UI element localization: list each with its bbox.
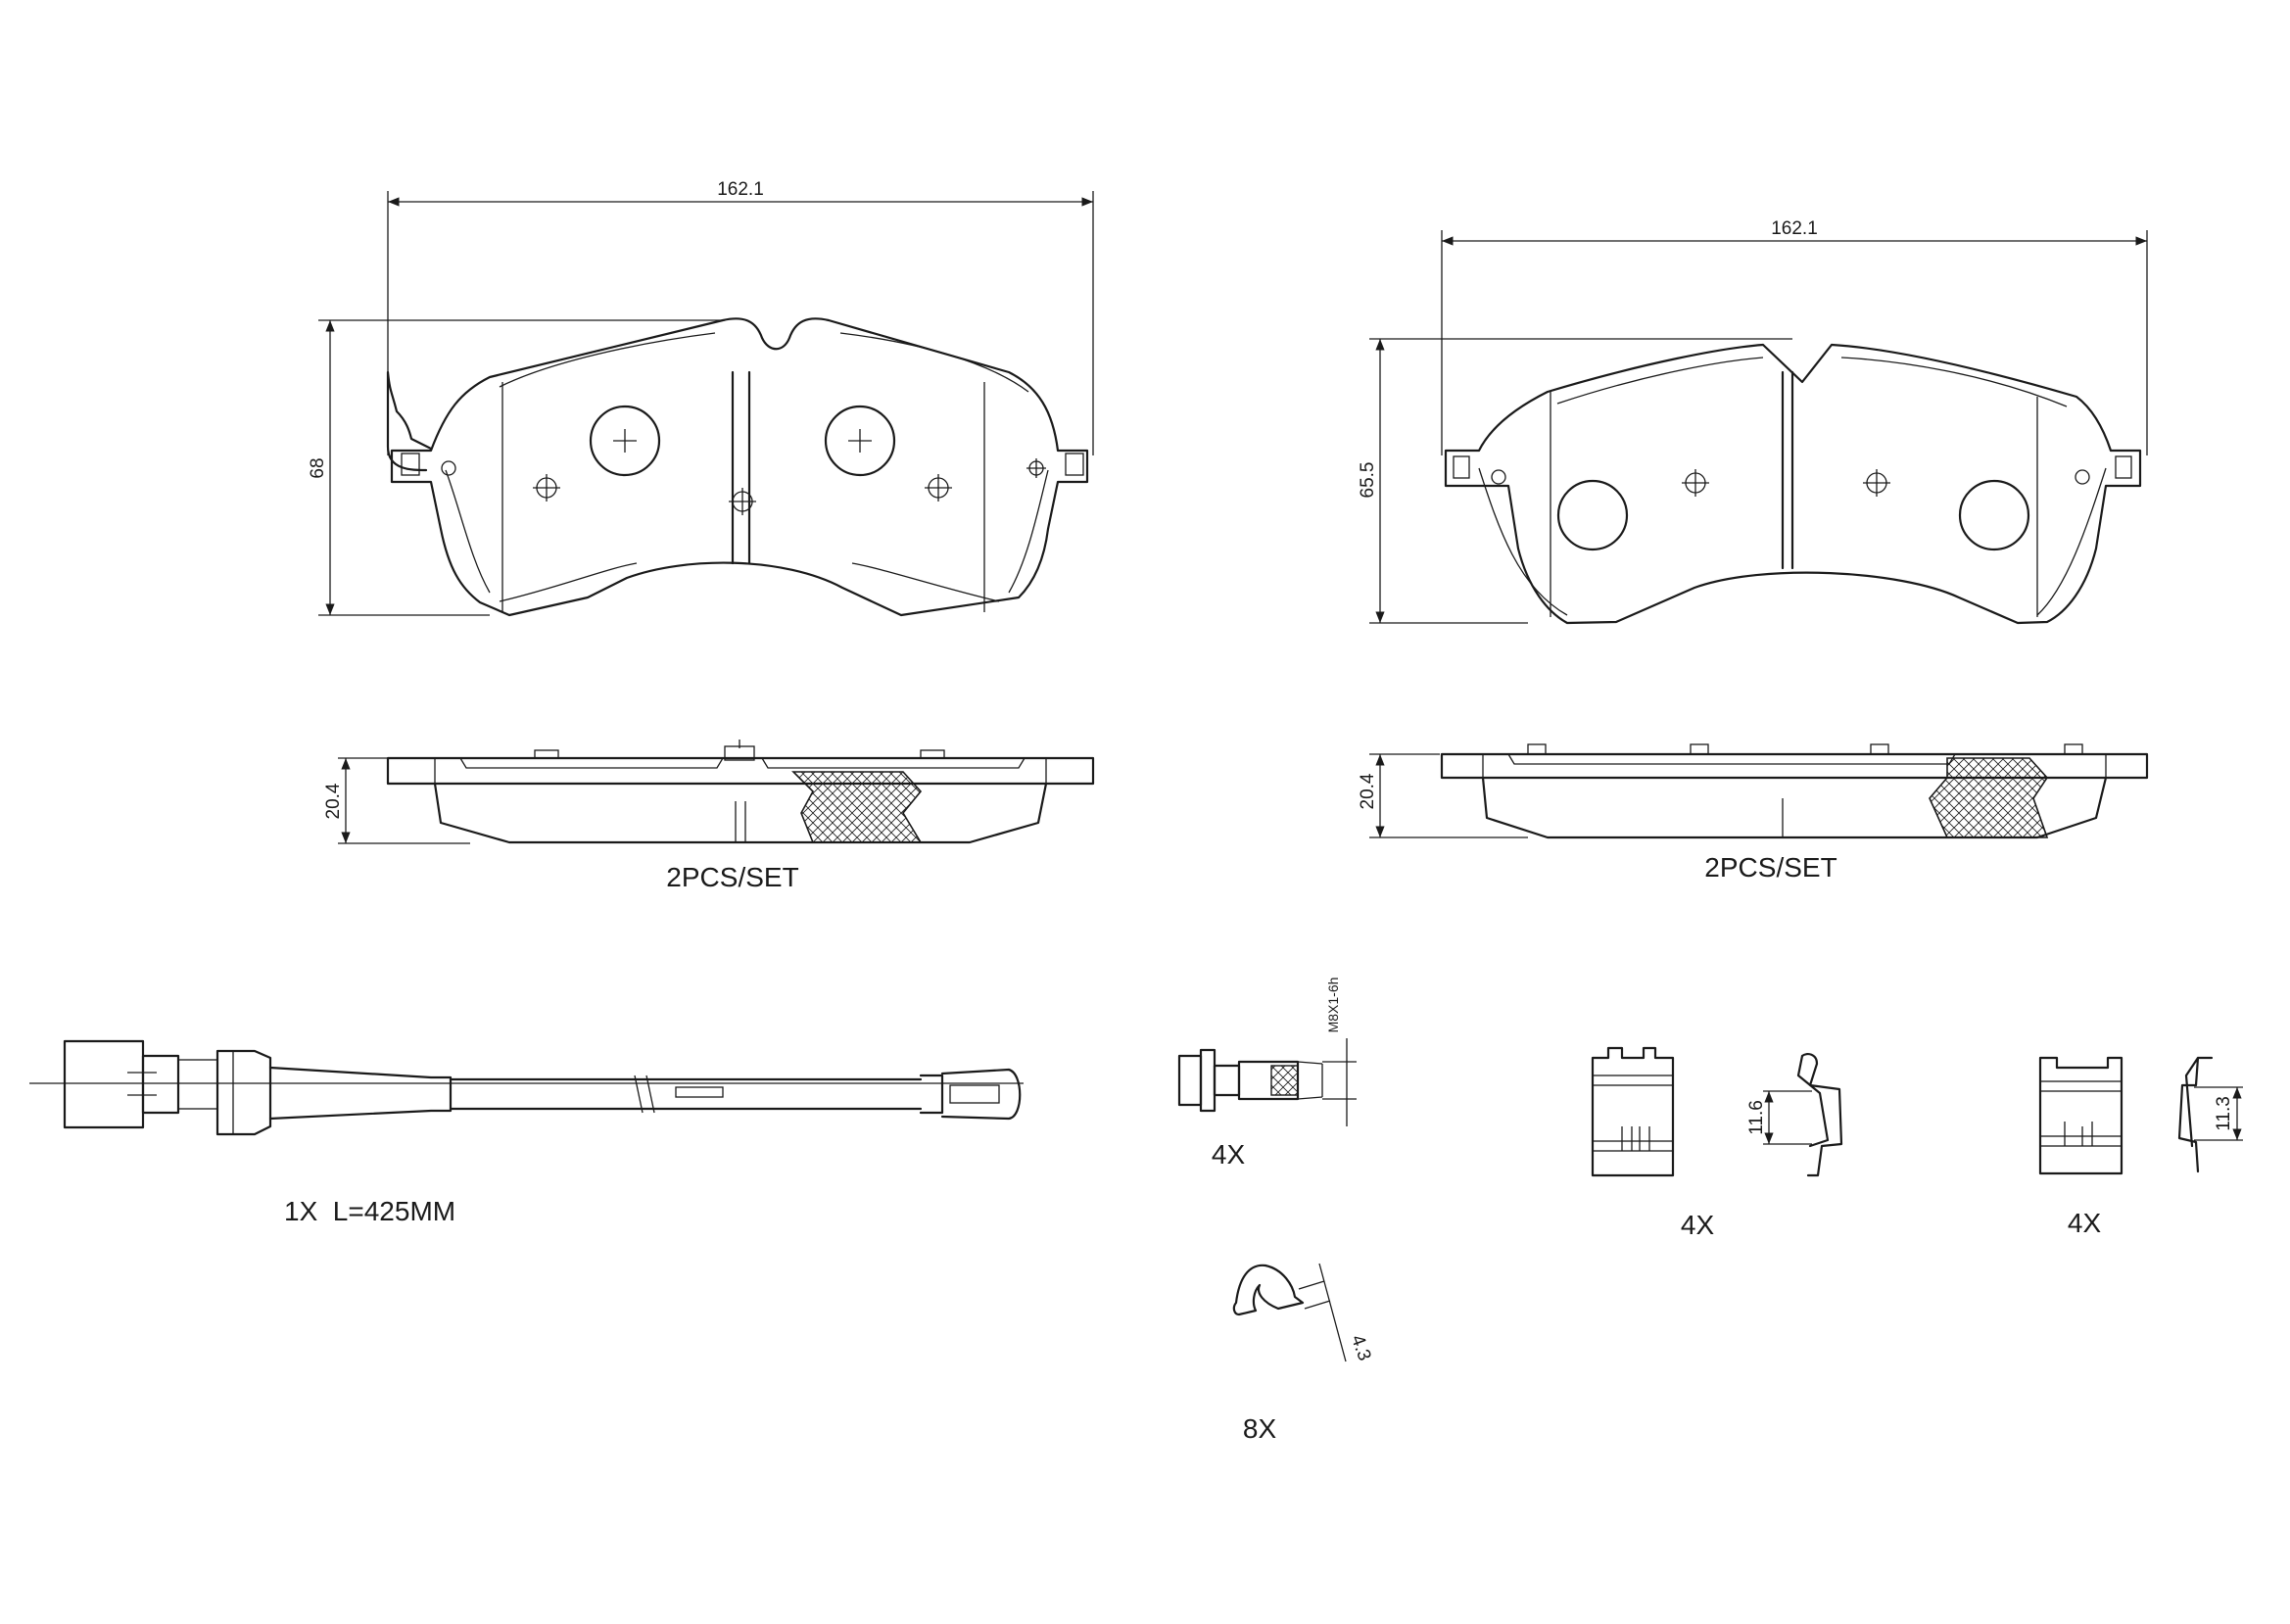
- pad-left-height-label: 68: [308, 457, 328, 478]
- pad-left-caption: 2PCS/SET: [666, 862, 798, 892]
- pad-right-front-view: 162.1 65.5: [1358, 218, 2148, 625]
- pad-right-width-label: 162.1: [1771, 218, 1818, 239]
- wear-sensor: 1X L=425MM: [29, 1039, 1024, 1226]
- pad-left-front-view: 162.1 68: [308, 179, 1094, 617]
- clip-a-dim-label: 11.6: [1746, 1100, 1767, 1135]
- guide-bolt: M8X1-6h 4X: [1177, 978, 1357, 1170]
- pad-right-side-view: 20.4 2PCS/SET: [1358, 743, 2149, 883]
- bolt-thread-label: M8X1-6h: [1325, 978, 1341, 1033]
- pad-left-width-label: 162.1: [717, 179, 764, 200]
- spring-clip: 4.3 8X: [1232, 1263, 1375, 1444]
- pad-left-side-view: 20.4 2PCS/SET: [323, 740, 1095, 892]
- clip-b: 11.3 4X: [2038, 1056, 2243, 1238]
- clip-a-caption: 4X: [1681, 1210, 1715, 1240]
- spring-clip-caption: 8X: [1243, 1413, 1277, 1444]
- pad-right-height-label: 65.5: [1358, 462, 1378, 499]
- clip-b-dim-label: 11.3: [2214, 1096, 2234, 1131]
- clip-a: 11.6 4X: [1591, 1046, 1843, 1240]
- bolt-caption: 4X: [1212, 1139, 1246, 1170]
- clip-b-caption: 4X: [2068, 1208, 2102, 1238]
- wear-sensor-caption: 1X L=425MM: [284, 1196, 455, 1226]
- spring-clip-dim-label: 4.3: [1347, 1332, 1375, 1363]
- pad-left-thickness-label: 20.4: [323, 783, 344, 819]
- pad-right-thickness-label: 20.4: [1358, 773, 1378, 809]
- pad-right-caption: 2PCS/SET: [1704, 852, 1837, 883]
